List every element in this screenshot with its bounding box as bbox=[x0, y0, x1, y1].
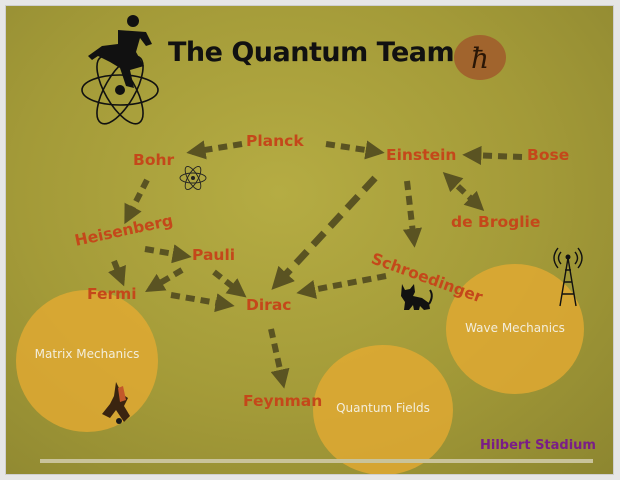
node-bohr: Bohr bbox=[133, 151, 175, 169]
node-feynman: Feynman bbox=[243, 392, 323, 410]
edge-einstein-schroedinger bbox=[402, 180, 423, 248]
soccer-player-atom-icon bbox=[81, 15, 159, 125]
node-planck: Planck bbox=[246, 132, 304, 150]
edge-pauli-fermi bbox=[145, 267, 184, 292]
region-label-fields: Quantum Fields bbox=[336, 401, 430, 415]
stadium-label: Hilbert Stadium bbox=[480, 438, 596, 453]
node-bose: Bose bbox=[527, 146, 570, 164]
black-cat-icon bbox=[401, 284, 433, 310]
edge-einstein-debroglie bbox=[442, 172, 485, 211]
edge-planck-bohr bbox=[186, 140, 243, 160]
region-circle-matrix bbox=[16, 290, 158, 432]
edge-planck-einstein bbox=[325, 140, 385, 160]
node-debroglie: de Broglie bbox=[451, 213, 541, 231]
region-circle-fields bbox=[313, 345, 453, 474]
edge-dirac-feynman bbox=[268, 328, 290, 389]
player-figure-icon bbox=[102, 382, 130, 424]
atom-icon bbox=[179, 166, 207, 190]
hbar-symbol: ħ bbox=[470, 42, 490, 75]
region-label-matrix: Matrix Mechanics bbox=[34, 347, 140, 361]
diagram-board: Matrix Mechanics Quantum Fields Wave Mec… bbox=[6, 6, 613, 474]
region-label-wave: Wave Mechanics bbox=[465, 321, 565, 335]
arrows-layer bbox=[108, 140, 523, 389]
node-dirac: Dirac bbox=[246, 296, 292, 314]
edge-bohr-heisenberg bbox=[124, 178, 150, 225]
diagram-title: The Quantum Team bbox=[168, 37, 455, 68]
edge-bose-einstein bbox=[462, 145, 523, 166]
hbar-badge bbox=[454, 35, 506, 80]
node-einstein: Einstein bbox=[386, 146, 457, 164]
edge-heisenberg-pauli bbox=[144, 244, 192, 264]
node-pauli: Pauli bbox=[192, 246, 236, 264]
region-circle-wave bbox=[446, 264, 584, 394]
edge-heisenberg-dirac bbox=[170, 292, 235, 313]
radio-tower-icon bbox=[553, 247, 583, 307]
edge-pauli-dirac bbox=[212, 269, 247, 298]
edge-heisenberg-fermi bbox=[108, 259, 126, 287]
node-fermi: Fermi bbox=[87, 285, 137, 303]
ground-line bbox=[40, 459, 593, 463]
